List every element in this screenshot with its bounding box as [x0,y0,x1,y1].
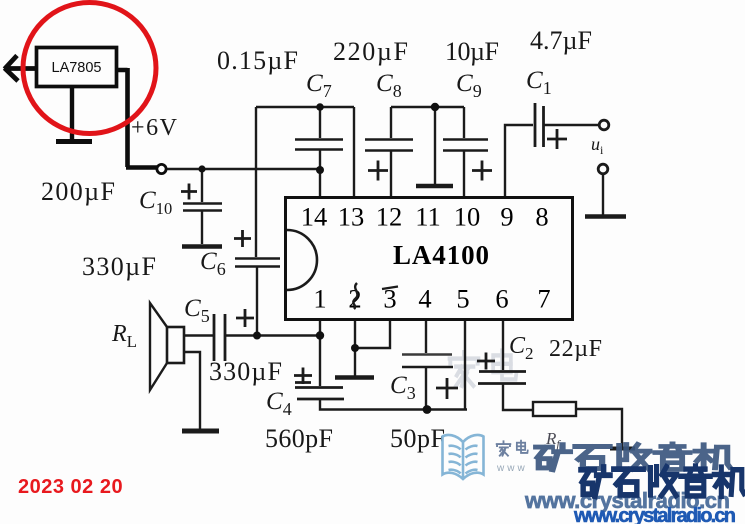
svg-text:+6V: +6V [131,115,178,141]
svg-text:C7: C7 [306,70,332,101]
svg-text:560pF: 560pF [265,424,333,453]
svg-text:50pF: 50pF [390,424,445,453]
svg-text:11: 11 [415,202,441,232]
svg-text:9: 9 [500,202,513,232]
svg-text:LA4100: LA4100 [393,240,489,270]
svg-text:www: www [496,463,528,474]
svg-text:2023 02 20: 2023 02 20 [18,476,123,498]
svg-text:330µF: 330µF [82,252,156,281]
svg-text:C2: C2 [509,333,534,363]
svg-text:1: 1 [313,284,326,314]
svg-text:14: 14 [301,202,328,232]
svg-text:6: 6 [495,284,508,314]
svg-text:220µF: 220µF [333,37,408,66]
svg-text:0.15µF: 0.15µF [217,46,298,75]
svg-text:7: 7 [537,284,550,314]
svg-text:C10: C10 [139,187,172,218]
svg-text:8: 8 [535,202,548,232]
svg-text:13: 13 [338,202,365,232]
svg-text:12: 12 [376,202,403,232]
svg-text:330µF: 330µF [209,357,282,386]
svg-text:LA7805: LA7805 [52,60,102,76]
svg-text:www.crystalradio.cn: www.crystalradio.cn [573,505,736,524]
svg-text:4.7µF: 4.7µF [530,26,592,55]
svg-text:C4: C4 [266,388,292,419]
svg-text:10: 10 [454,202,481,232]
svg-text:ui: ui [591,134,604,157]
svg-text:5: 5 [456,284,469,314]
svg-text:C6: C6 [200,248,226,279]
svg-text:C1: C1 [526,67,552,98]
svg-text:3: 3 [383,284,396,314]
svg-text:RL: RL [111,321,137,351]
svg-text:C5: C5 [184,295,210,326]
svg-text:C9: C9 [456,70,482,101]
svg-text:4: 4 [418,284,431,314]
svg-text:10µF: 10µF [445,37,499,66]
svg-text:200µF: 200µF [41,177,115,206]
svg-text:C3: C3 [390,372,416,403]
svg-text:C8: C8 [376,70,402,101]
svg-text:22µF: 22µF [549,336,602,362]
